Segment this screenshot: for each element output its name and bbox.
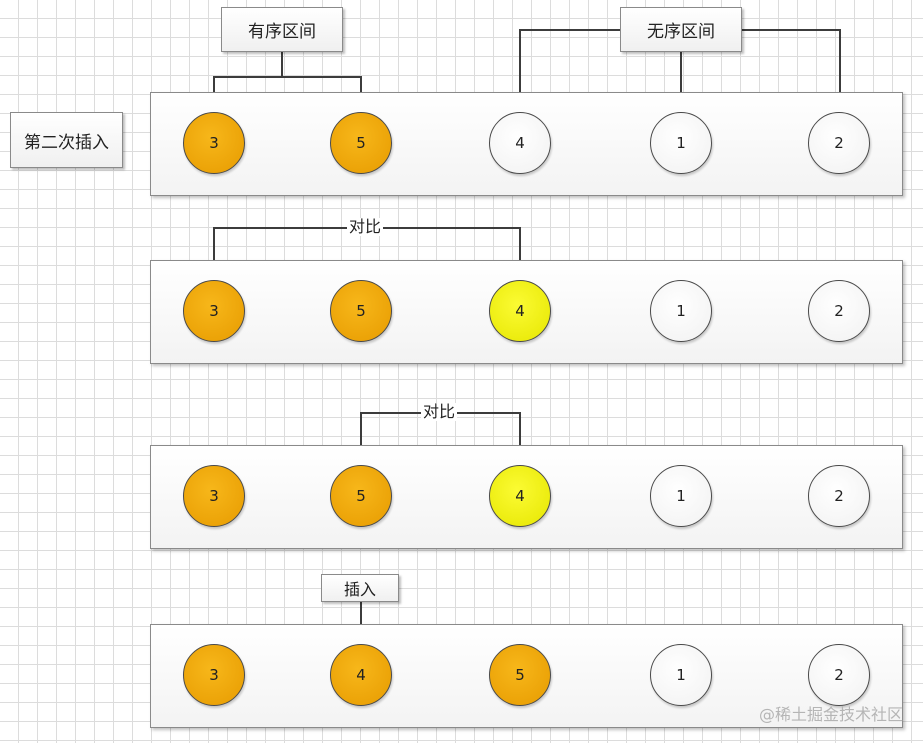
array-node: 2 [808,465,870,527]
array-node: 5 [330,112,392,174]
compare-2-label: 对比 [421,402,458,421]
array-node: 5 [330,280,392,342]
array-node: 4 [330,644,392,706]
array-node: 1 [650,465,712,527]
array-node: 1 [650,280,712,342]
array-node: 5 [330,465,392,527]
array-node: 1 [650,644,712,706]
compare-1-label: 对比 [347,217,384,236]
array-node: 3 [183,644,245,706]
array-node: 4 [489,112,551,174]
array-node: 3 [183,465,245,527]
array-node: 4 [489,280,551,342]
array-node: 2 [808,280,870,342]
unordered-region-label: 无序区间 [620,7,742,52]
array-node: 3 [183,112,245,174]
array-node: 2 [808,644,870,706]
array-node: 3 [183,280,245,342]
watermark: @稀土掘金技术社区 [758,705,903,724]
ordered-region-label: 有序区间 [221,7,343,52]
array-node: 5 [489,644,551,706]
array-node: 4 [489,465,551,527]
array-node: 1 [650,112,712,174]
insert-label: 插入 [321,574,399,602]
array-node: 2 [808,112,870,174]
unordered-region-connector-right [742,29,847,112]
unordered-region-connector-left [513,29,620,112]
pass-label: 第二次插入 [10,112,123,168]
